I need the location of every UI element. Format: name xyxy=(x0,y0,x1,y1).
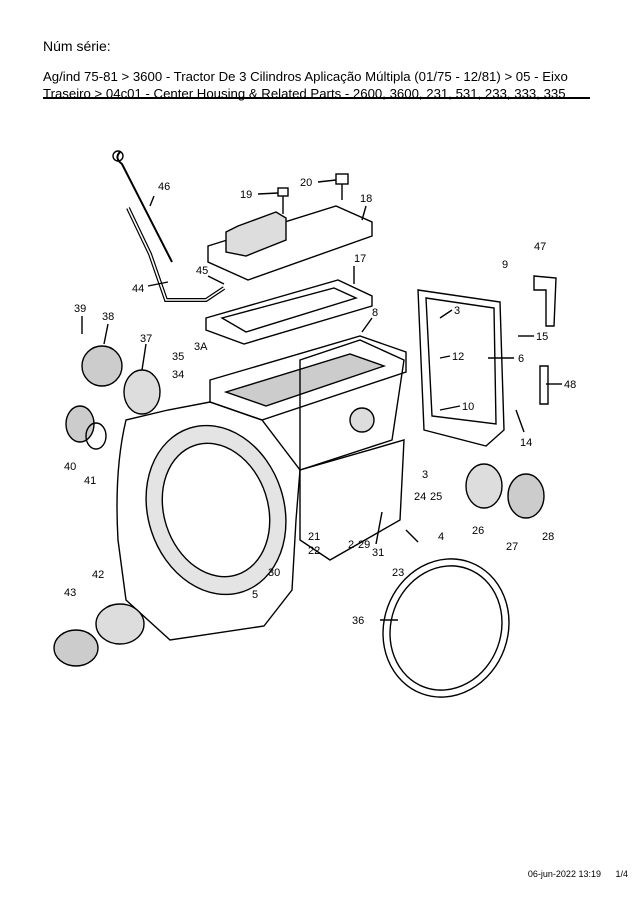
callout-19: 19 xyxy=(240,189,252,201)
callout-3-top: 3 xyxy=(454,305,460,317)
callout-2: 2 xyxy=(348,539,354,551)
callout-38: 38 xyxy=(102,311,114,323)
callout-12: 12 xyxy=(452,351,464,363)
callout-29: 29 xyxy=(358,539,370,551)
callout-35: 35 xyxy=(172,351,184,363)
callout-45: 45 xyxy=(196,265,208,277)
callout-37: 37 xyxy=(140,333,152,345)
callout-6: 6 xyxy=(518,353,524,365)
callout-8: 8 xyxy=(372,307,378,319)
callout-34: 34 xyxy=(172,369,184,381)
callout-15: 15 xyxy=(536,331,548,343)
callout-31: 31 xyxy=(372,547,384,559)
callout-9: 9 xyxy=(502,259,508,271)
callout-4: 4 xyxy=(438,531,444,543)
callout-22: 22 xyxy=(308,545,320,557)
callout-3-mid: 3 xyxy=(422,469,428,481)
callout-41: 41 xyxy=(84,475,96,487)
callout-18: 18 xyxy=(360,193,372,205)
callout-10: 10 xyxy=(462,401,474,413)
callout-40: 40 xyxy=(64,461,76,473)
footer-date: 06-jun-2022 13:19 xyxy=(527,869,601,879)
callout-21: 21 xyxy=(308,531,320,543)
callout-5: 5 xyxy=(252,589,258,601)
callout-30: 30 xyxy=(268,567,280,579)
callout-23: 23 xyxy=(392,567,404,579)
callout-26: 26 xyxy=(472,525,484,537)
callout-3a: 3A xyxy=(194,341,208,353)
header-divider xyxy=(43,97,590,99)
callout-24: 24 xyxy=(414,491,426,503)
callout-28: 28 xyxy=(542,531,554,543)
callout-39: 39 xyxy=(74,303,86,315)
callout-17: 17 xyxy=(354,253,366,265)
callout-43: 43 xyxy=(64,587,76,599)
callout-47: 47 xyxy=(534,241,546,253)
callout-46: 46 xyxy=(158,181,170,193)
footer-page-number: 1/4 xyxy=(615,869,628,879)
callout-36: 36 xyxy=(352,615,364,627)
callout-25: 25 xyxy=(430,491,442,503)
callout-44: 44 xyxy=(132,283,144,295)
serial-number-label: Núm série: xyxy=(43,38,111,54)
callout-20: 20 xyxy=(300,177,312,189)
page-footer: 06-jun-2022 13:19 1/4 xyxy=(528,869,628,879)
diagram-linework xyxy=(53,150,562,698)
callout-14: 14 xyxy=(520,437,532,449)
breadcrumb-line-1: Ag/ind 75-81 > 3600 - Tractor De 3 Cilin… xyxy=(43,69,568,84)
callout-48: 48 xyxy=(564,379,576,391)
callout-27: 27 xyxy=(506,541,518,553)
callout-42: 42 xyxy=(92,569,104,581)
